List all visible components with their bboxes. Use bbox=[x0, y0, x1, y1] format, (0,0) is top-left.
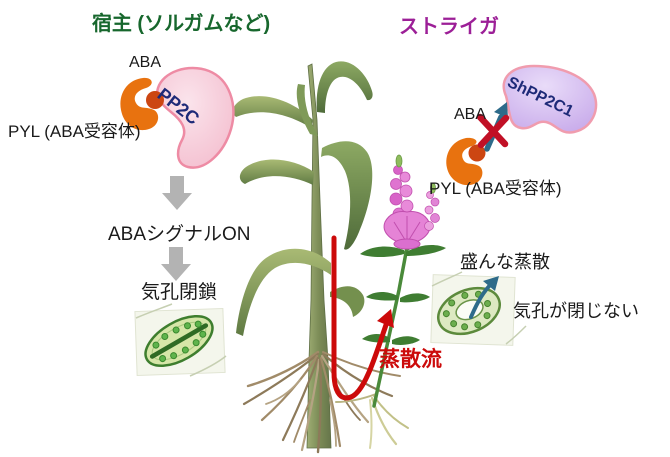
striga-stomata-open-label: 気孔が閉じない bbox=[513, 301, 639, 321]
vapor-up-arrow-icon bbox=[469, 276, 499, 319]
striga-pyl-label: PYL (ABA受容体) bbox=[429, 179, 562, 198]
striga-aba-label: ABA bbox=[454, 106, 487, 123]
x-mark-icon bbox=[476, 113, 510, 149]
host-title: 宿主 (ソルガムなど) bbox=[91, 13, 271, 35]
aba-molecule-icon-host bbox=[146, 91, 164, 109]
striga-large-flower bbox=[383, 211, 431, 250]
host-stomata-closed-label: 気孔閉鎖 bbox=[141, 282, 218, 303]
down-arrow-icon-1 bbox=[162, 176, 192, 210]
pp2c-blob bbox=[156, 66, 235, 169]
host-aba-label: ABA bbox=[129, 54, 162, 71]
host-aba-signal-on-label: ABAシグナルON bbox=[108, 224, 251, 245]
stomata-closed-illustration bbox=[134, 303, 227, 377]
transpiration-flow-label: 蒸散流 bbox=[379, 348, 442, 371]
aba-molecule-icon-striga bbox=[468, 144, 486, 162]
striga-flower-spike bbox=[389, 154, 414, 221]
transpiration-flow-arrow bbox=[331, 235, 394, 401]
down-arrow-icon-2 bbox=[161, 247, 191, 281]
striga-transpiration-label: 盛んな蒸散 bbox=[460, 252, 550, 272]
pyl-bean-icon-host bbox=[120, 77, 164, 131]
pyl-bean-icon-striga bbox=[446, 137, 486, 186]
blocked-binding-arrow bbox=[476, 102, 510, 152]
striga-title: ストライガ bbox=[399, 16, 499, 38]
stomata-open-illustration bbox=[430, 271, 527, 346]
host-pyl-label: PYL (ABA受容体) bbox=[8, 122, 141, 141]
sorghum-plant-illustration bbox=[232, 61, 373, 449]
striga-flower-spike-small bbox=[424, 182, 440, 231]
shpp2c1-blob bbox=[502, 64, 598, 134]
striga-plant-illustration bbox=[360, 154, 446, 408]
